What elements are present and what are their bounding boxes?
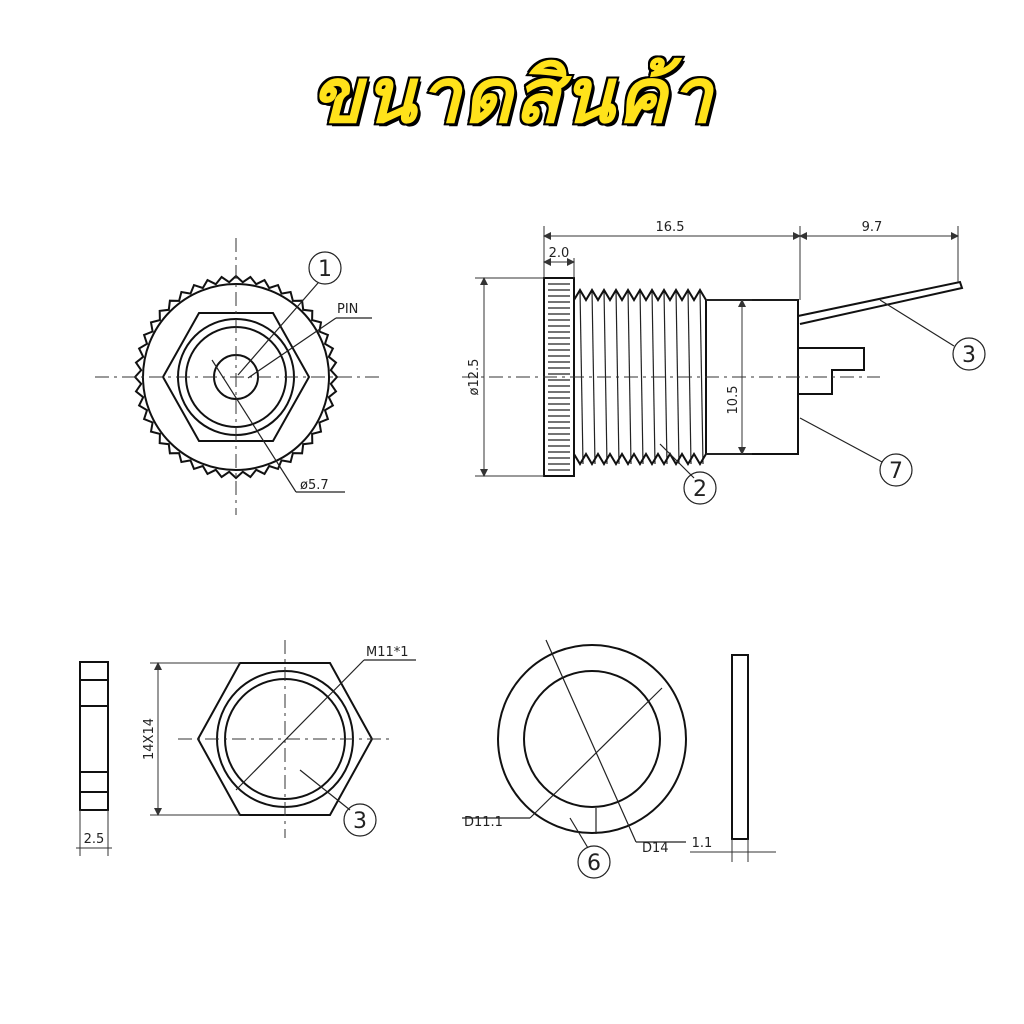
side-view: 16.5 9.7 2.0 ø12.5 10.5 2 3 7: [462, 220, 986, 505]
callout-7-circle: [879, 453, 913, 487]
washer-side-view: 1.1: [690, 654, 776, 862]
callout-3b: 3: [353, 809, 367, 834]
lead-length-label: 9.7: [862, 220, 883, 235]
callout-6-circle: [577, 845, 611, 879]
front-diameter-label: ø5.7: [300, 478, 329, 493]
front-view: 1 PIN ø5.7: [95, 238, 380, 515]
callout-3b-circle: [343, 803, 377, 837]
nut-thickness-label: 2.5: [84, 832, 105, 847]
flange-width-label: 2.0: [549, 246, 570, 261]
washer-outer: [497, 644, 687, 834]
callout-7: 7: [889, 459, 903, 484]
washer-thickness-label: 1.1: [692, 836, 713, 851]
washer-inner: [523, 670, 661, 808]
body-diameter-label: ø12.5: [467, 359, 482, 396]
washer-outer-label: D14: [642, 841, 669, 856]
callout-3: 3: [962, 343, 976, 368]
nut-front-view: M11*1 14X14 3: [142, 640, 416, 838]
nut-side-view: 2.5: [76, 661, 112, 856]
callout-3-circle: [952, 337, 986, 371]
nut-size-label: 14X14: [142, 718, 157, 760]
callout-6: 6: [587, 851, 601, 876]
thread-diameter-label: 10.5: [726, 386, 741, 415]
callout-1-circle: [308, 251, 342, 285]
washer-inner-label: D11.1: [464, 815, 503, 830]
pin-label: PIN: [337, 302, 358, 317]
page-title: ขนาดสินค้า: [308, 51, 714, 140]
length-label: 16.5: [656, 220, 685, 235]
callout-2-circle: [683, 471, 717, 505]
washer-front-view: D11.1 D14 6: [462, 639, 687, 879]
callout-1: 1: [318, 257, 332, 282]
nut-thread-label: M11*1: [366, 645, 409, 660]
callout-2: 2: [693, 477, 707, 502]
